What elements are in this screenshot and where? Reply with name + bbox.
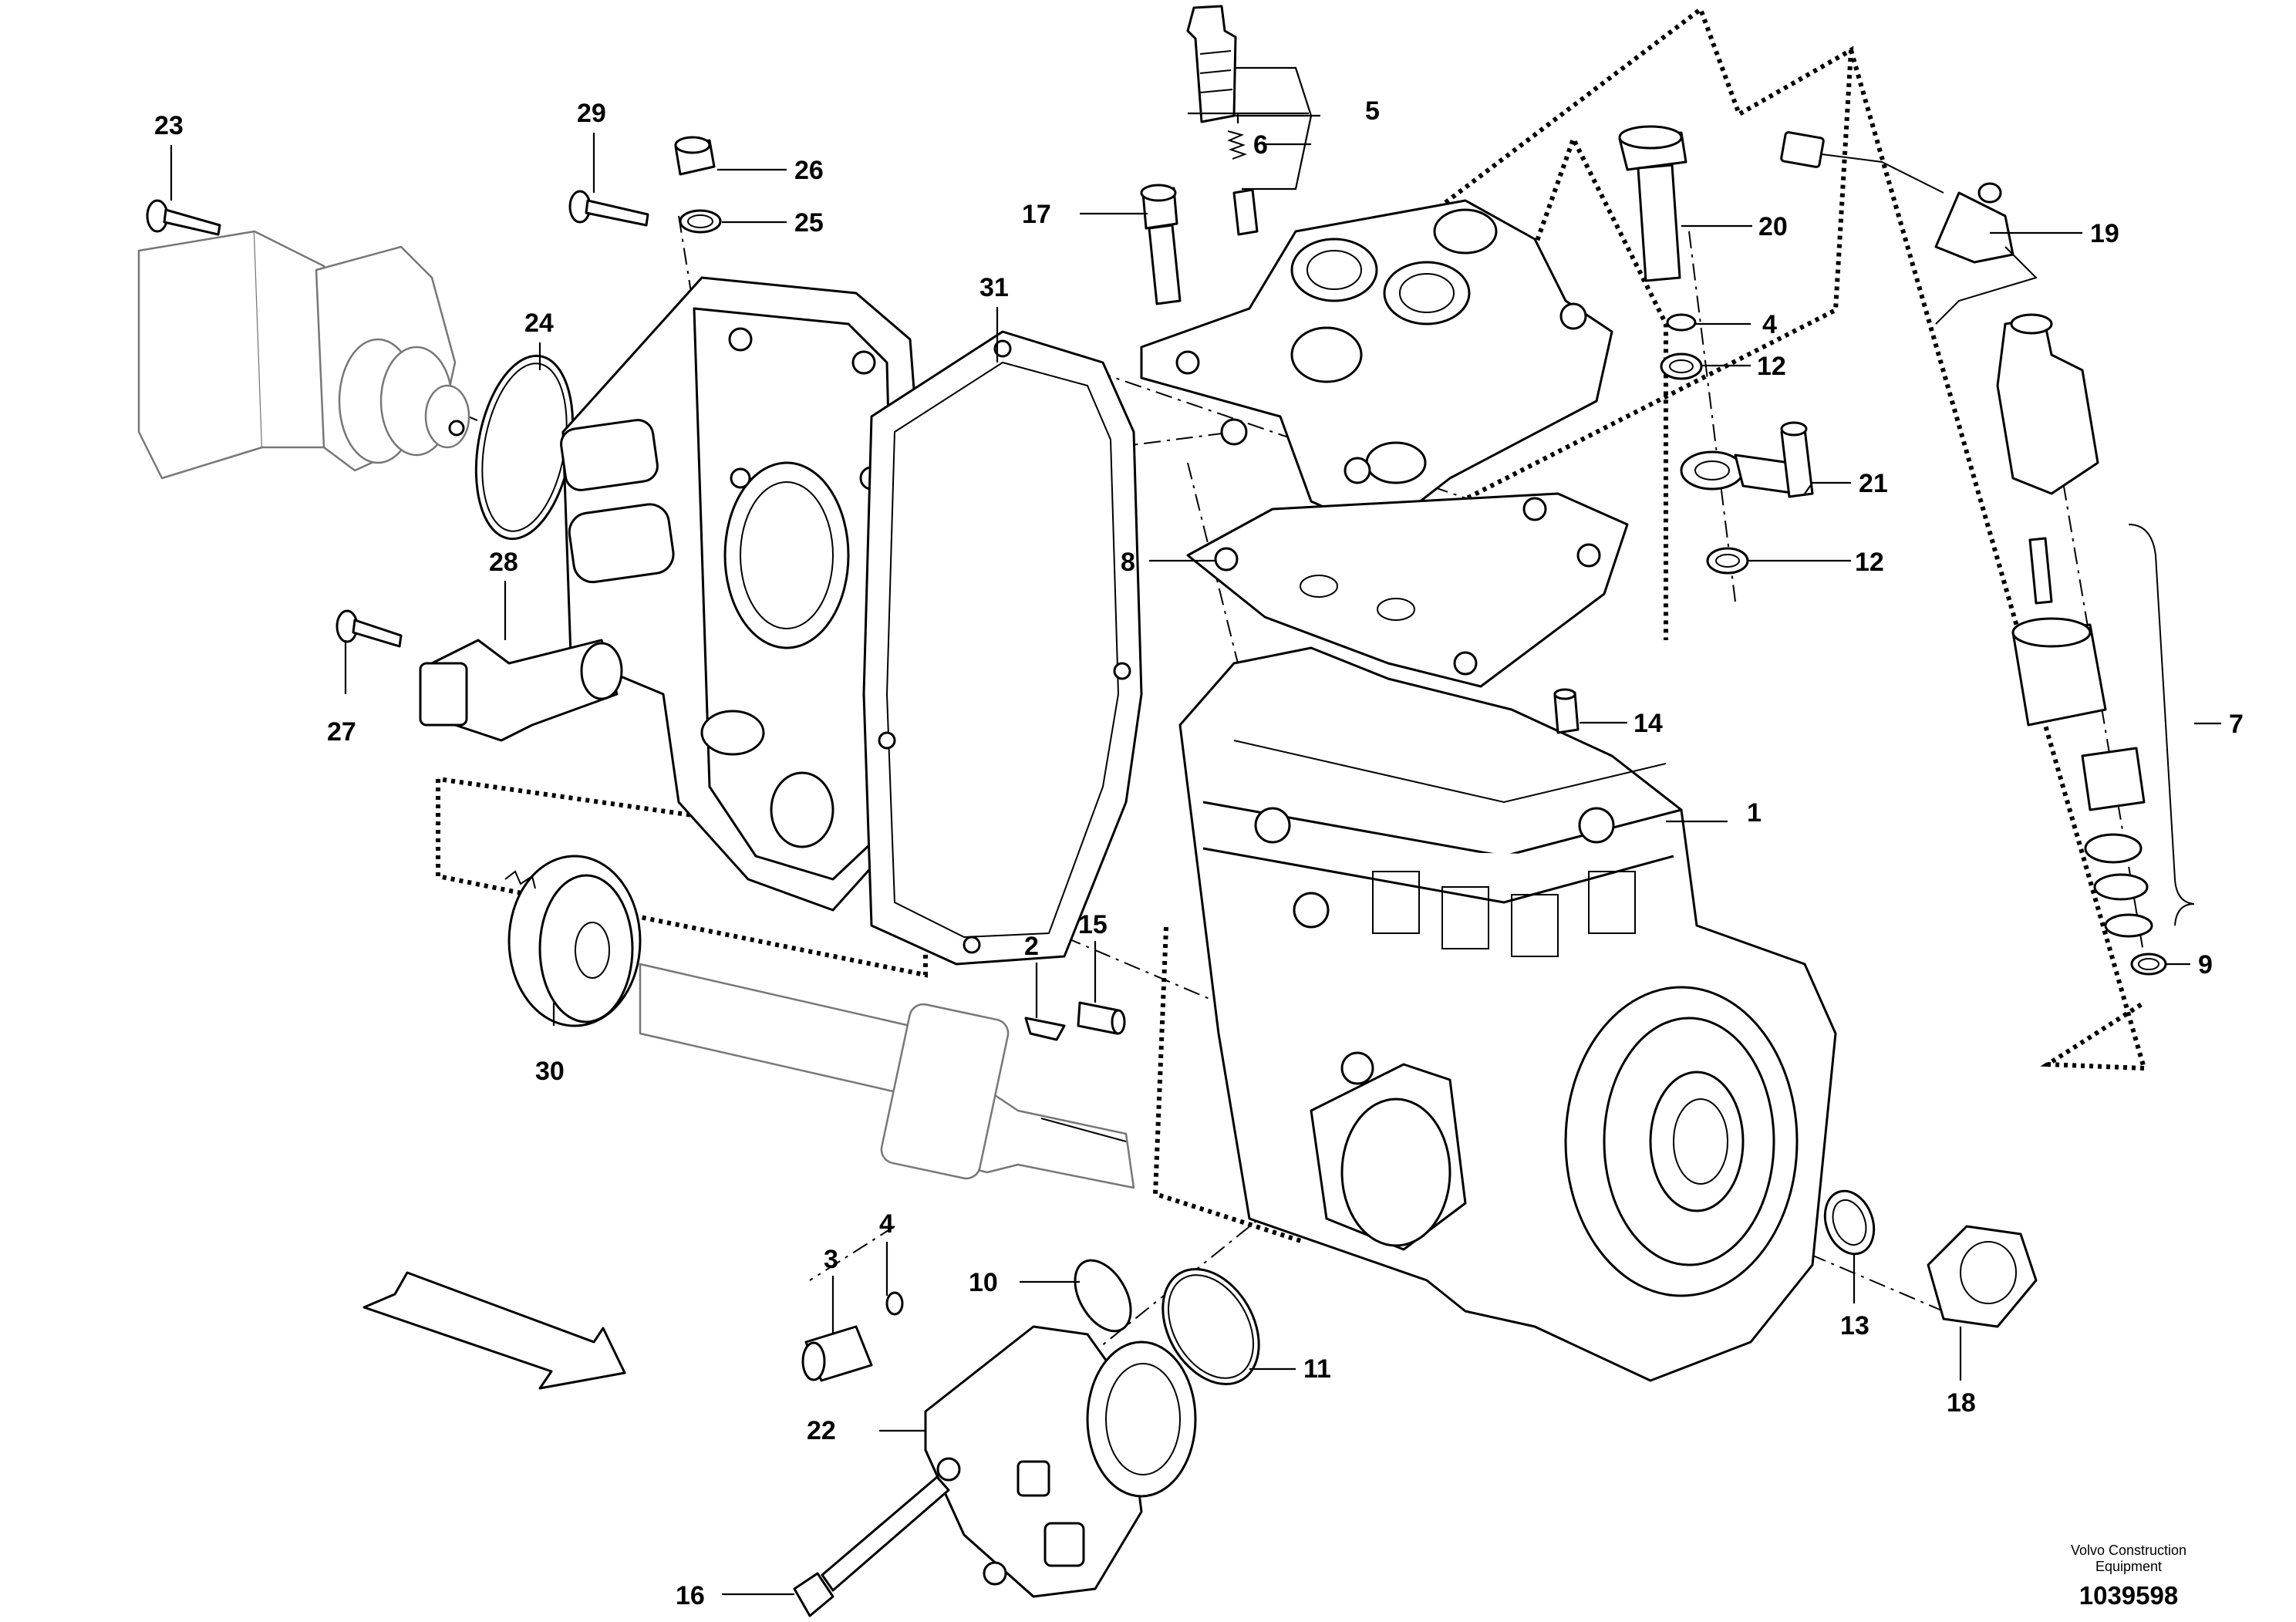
drive-shaft [639,963,1135,1189]
bracket-7 [2128,524,2195,926]
washer-4-upper [1666,313,1697,332]
pump-body-1 [1178,646,1837,1382]
washer-4-lower [885,1291,904,1316]
o-ring-10 [1074,1259,1132,1333]
valve-5 [1186,5,1237,123]
plug-26 [674,136,716,176]
label-part-4-lower: 4 [879,1209,894,1239]
drawing-footer: Volvo Construction Equipment 1039598 [2036,1543,2221,1610]
label-part-23: 23 [154,111,184,140]
label-part-27: 27 [327,717,356,747]
label-part-29: 29 [577,99,606,128]
label-part-18: 18 [1947,1388,1976,1418]
solenoid-valve-7 [1996,313,2153,938]
washer-12-upper [1660,352,1703,380]
label-part-8: 8 [1121,548,1135,577]
washer-12-lower [1706,547,1749,575]
bolt-16 [793,1475,950,1617]
bolt-23 [146,199,221,236]
label-part-10: 10 [969,1268,998,1297]
bolt-29 [568,190,649,227]
drawing-number: 1039598 [2079,1581,2179,1610]
label-part-21: 21 [1859,469,1888,498]
label-part-15: 15 [1078,910,1108,939]
label-part-6: 6 [1253,130,1268,160]
label-part-16: 16 [676,1581,705,1610]
washer-25 [679,209,722,234]
label-part-2: 2 [1024,932,1039,961]
nut-18 [1927,1225,2038,1328]
gasket-31 [862,330,1143,966]
pump-cover [560,276,927,912]
spring-6 [1227,130,1247,160]
label-part-9: 9 [2198,950,2213,980]
key-2 [1024,1017,1066,1041]
pin-14 [1553,688,1580,734]
label-part-5: 5 [1365,96,1380,126]
label-part-20: 20 [1758,212,1788,241]
label-part-31: 31 [979,273,1009,302]
label-part-3: 3 [824,1245,838,1274]
label-part-13: 13 [1840,1311,1870,1340]
label-part-4-upper: 4 [1762,310,1777,339]
label-part-11: 11 [1303,1354,1331,1384]
pin-15 [1077,1001,1126,1035]
label-part-25: 25 [794,208,824,238]
label-part-26: 26 [794,156,824,185]
part-labels: 1 2 3 4 4 5 6 7 8 9 10 11 12 12 13 14 15… [154,96,2244,1610]
speed-sensor-28 [419,639,623,742]
o-ring-11 [1161,1267,1260,1386]
feed-pump-22 [924,1325,1197,1598]
banjo-fitting-21 [1680,421,1814,498]
banjo-bolt-20 [1618,125,1687,282]
solenoid-actuator [137,230,470,480]
label-part-12-lower: 12 [1855,548,1884,577]
direction-arrow-icon [362,1271,626,1390]
label-part-12-upper: 12 [1757,352,1786,381]
label-part-28: 28 [489,548,518,577]
label-part-14: 14 [1633,709,1663,738]
gear-30 [504,855,642,1027]
label-part-22: 22 [807,1416,836,1445]
label-part-30: 30 [535,1057,565,1086]
leader-lines [170,66,2221,1596]
label-part-1: 1 [1747,798,1762,828]
pump-head [1140,199,1613,534]
label-part-24: 24 [524,309,554,338]
bolt-27 [335,609,403,648]
connector-19 [1780,131,2038,325]
brand-name: Volvo Construction Equipment [2070,1543,2187,1574]
screw-17 [1140,184,1182,305]
plug-3 [801,1325,873,1382]
washer-13 [1823,1189,1876,1256]
label-part-17: 17 [1022,200,1051,229]
pin-6 [1232,188,1259,236]
label-part-7: 7 [2229,710,2244,739]
washer-9 [2130,953,2167,976]
gasket-8 [1186,492,1629,688]
label-part-19: 19 [2090,219,2119,248]
